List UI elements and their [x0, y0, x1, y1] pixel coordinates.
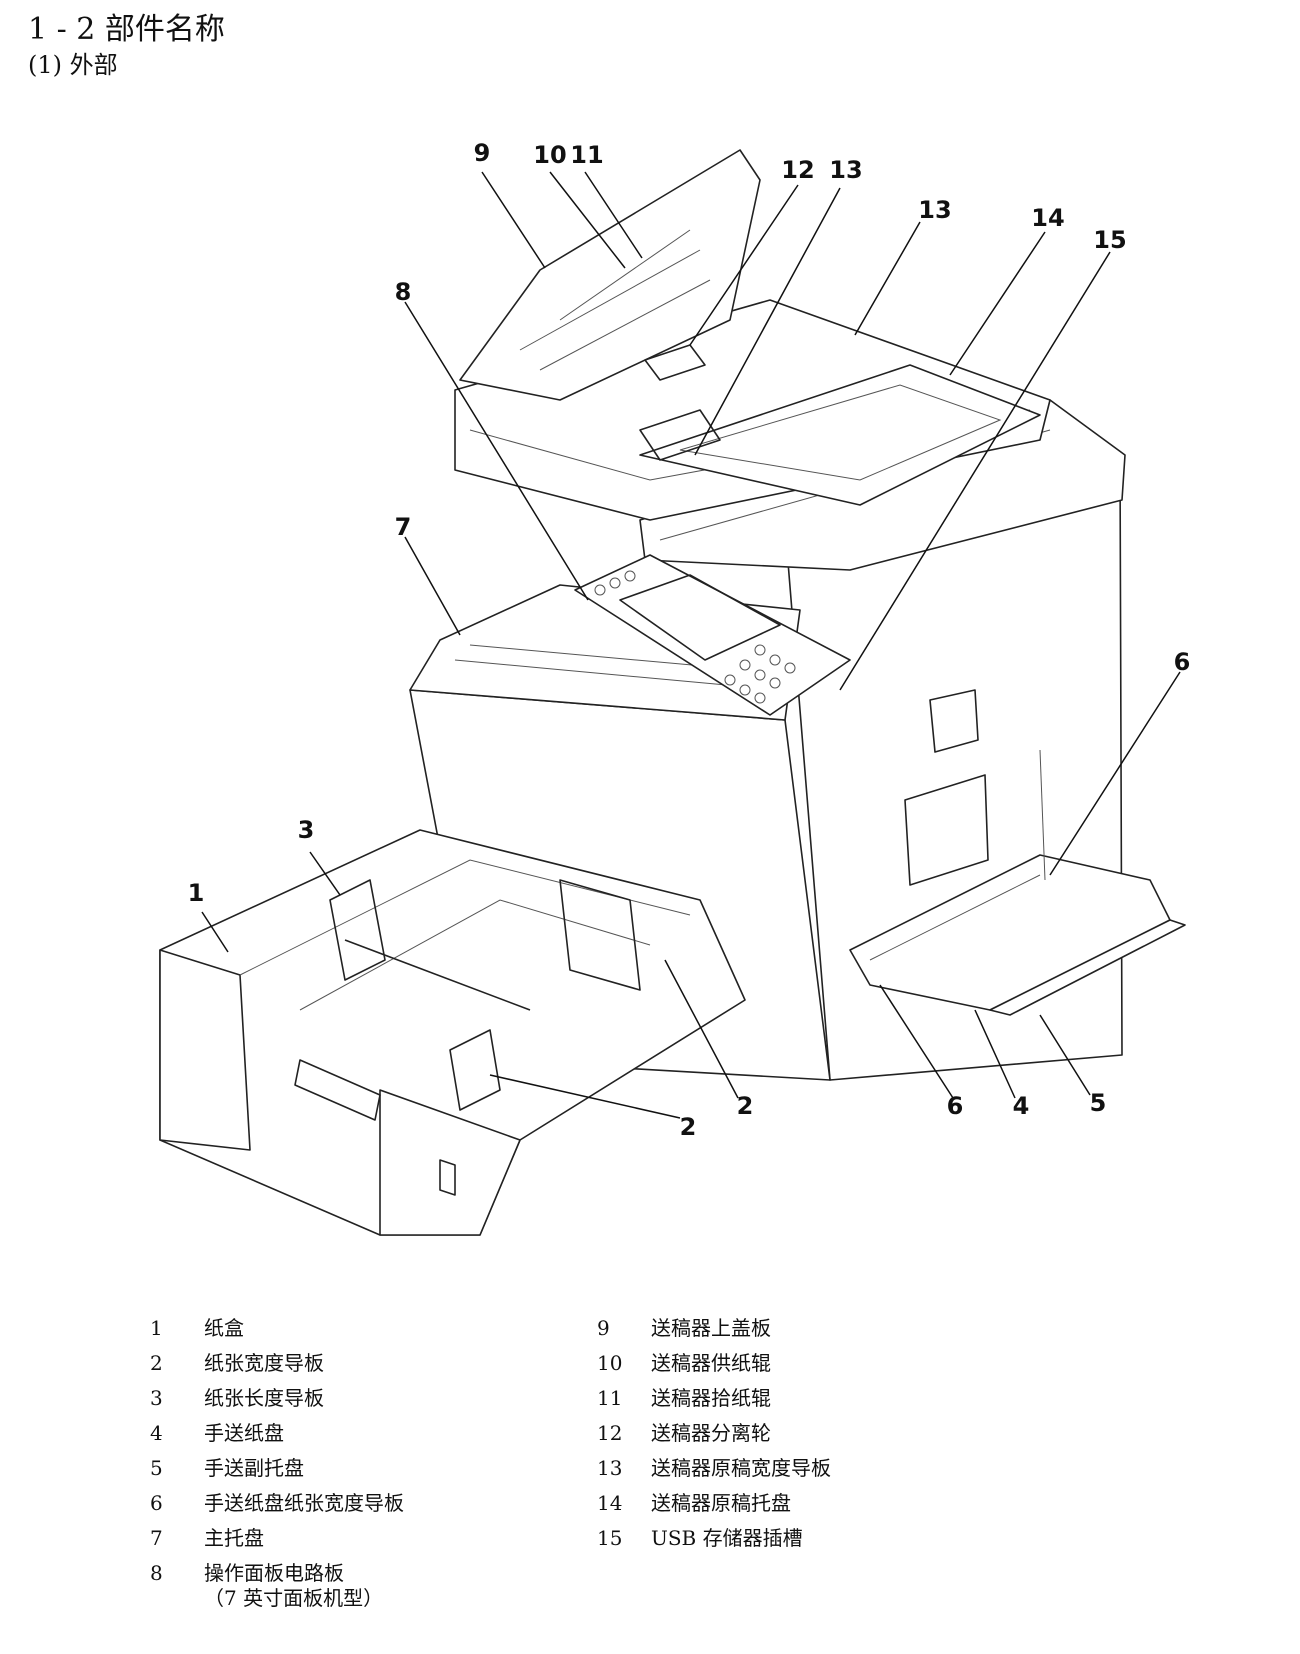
- callout-2-lower: 2: [679, 1113, 697, 1141]
- legend-number: 12: [597, 1421, 623, 1445]
- legend-item: 1 纸盒: [150, 1316, 630, 1341]
- legend-right: 9 送稿器上盖板 10 送稿器供纸辊 11 送稿器拾纸辊 12 送稿器分离轮 1…: [597, 1316, 1077, 1561]
- legend-item: 4 手送纸盘: [150, 1421, 630, 1446]
- legend-number: 5: [150, 1456, 163, 1480]
- cassette-front: [159, 949, 251, 1151]
- legend-number: 10: [597, 1351, 623, 1375]
- callout-7: 7: [394, 513, 412, 541]
- legend-label: 纸张长度导板: [204, 1386, 324, 1410]
- legend-item: 13 送稿器原稿宽度导板: [597, 1456, 1077, 1481]
- legend-number: 15: [597, 1526, 623, 1550]
- legend-item: 8 操作面板电路板 （7 英寸面板机型）: [150, 1561, 630, 1611]
- legend-item: 10 送稿器供纸辊: [597, 1351, 1077, 1376]
- section-title: 1 - 2 部件名称: [28, 12, 225, 47]
- legend-label: 纸张宽度导板: [204, 1351, 324, 1375]
- callout-4: 4: [1012, 1092, 1030, 1120]
- callout-5: 5: [1089, 1089, 1107, 1117]
- legend-label: 操作面板电路板: [204, 1561, 344, 1585]
- legend-label: 手送副托盘: [204, 1456, 304, 1480]
- callout-6-bottom: 6: [946, 1092, 964, 1120]
- legend-number: 14: [597, 1491, 623, 1515]
- legend-label: 送稿器原稿托盘: [651, 1491, 791, 1515]
- legend-item: 9 送稿器上盖板: [597, 1316, 1077, 1341]
- legend-number: 1: [150, 1316, 163, 1340]
- length-guide: [329, 879, 386, 981]
- legend-number: 8: [150, 1561, 163, 1585]
- legend-item: 15 USB 存储器插槽: [597, 1526, 1077, 1551]
- feeder-top-cover: [459, 149, 761, 401]
- legend-number: 4: [150, 1421, 163, 1445]
- legend-label: 手送纸盘: [204, 1421, 284, 1445]
- legend-number: 11: [597, 1386, 623, 1410]
- callout-10: 10: [533, 141, 567, 169]
- legend-label: USB 存储器插槽: [651, 1526, 803, 1550]
- legend-number: 7: [150, 1526, 163, 1550]
- legend-item: 6 手送纸盘纸张宽度导板: [150, 1491, 630, 1516]
- legend-label: 手送纸盘纸张宽度导板: [204, 1491, 404, 1515]
- callout-15: 15: [1093, 226, 1127, 254]
- legend-item: 7 主托盘: [150, 1526, 630, 1551]
- width-guide: [449, 1029, 501, 1111]
- legend-item: 5 手送副托盘: [150, 1456, 630, 1481]
- callout-13-top: 13: [829, 156, 863, 184]
- legend-label: 送稿器拾纸辊: [651, 1386, 771, 1410]
- callout-6-right: 6: [1173, 648, 1191, 676]
- legend-item: 2 纸张宽度导板: [150, 1351, 630, 1376]
- copier-exterior-diagram: [159, 149, 1186, 1236]
- legend-item: 12 送稿器分离轮: [597, 1421, 1077, 1446]
- callout-1: 1: [187, 879, 205, 907]
- legend-number: 3: [150, 1386, 163, 1410]
- legend-item: 11 送稿器拾纸辊: [597, 1386, 1077, 1411]
- legend-item: 3 纸张长度导板: [150, 1386, 630, 1411]
- callout-3: 3: [297, 816, 315, 844]
- legend-label: 送稿器供纸辊: [651, 1351, 771, 1375]
- legend-label: 送稿器上盖板: [651, 1316, 771, 1340]
- legend-number: 2: [150, 1351, 163, 1375]
- original-tray: [639, 364, 1041, 506]
- callout-8: 8: [394, 278, 412, 306]
- legend-note: （7 英寸面板机型）: [204, 1586, 384, 1610]
- operation-panel: [574, 554, 851, 716]
- legend-number: 9: [597, 1316, 610, 1340]
- callout-14: 14: [1031, 204, 1065, 232]
- callout-11: 11: [570, 141, 604, 169]
- legend-label: 送稿器原稿宽度导板: [651, 1456, 831, 1480]
- callout-9: 9: [473, 139, 491, 167]
- callout-12: 12: [781, 156, 815, 184]
- bypass-extension-tray: [989, 919, 1186, 1016]
- legend-label: 纸盒: [204, 1316, 244, 1340]
- legend-label: 主托盘: [204, 1526, 264, 1550]
- legend-label-group: 操作面板电路板 （7 英寸面板机型）: [204, 1561, 630, 1611]
- legend-number: 13: [597, 1456, 623, 1480]
- callout-13-right: 13: [918, 196, 952, 224]
- panel-screen: [619, 574, 781, 661]
- legend-number: 6: [150, 1491, 163, 1515]
- legend-left: 1 纸盒 2 纸张宽度导板 3 纸张长度导板 4 手送纸盘 5 手送副托盘 6 …: [150, 1316, 630, 1621]
- section-subtitle: (1) 外部: [28, 51, 118, 79]
- legend-item: 14 送稿器原稿托盘: [597, 1491, 1077, 1516]
- legend-label: 送稿器分离轮: [651, 1421, 771, 1445]
- callout-2-upper: 2: [736, 1092, 754, 1120]
